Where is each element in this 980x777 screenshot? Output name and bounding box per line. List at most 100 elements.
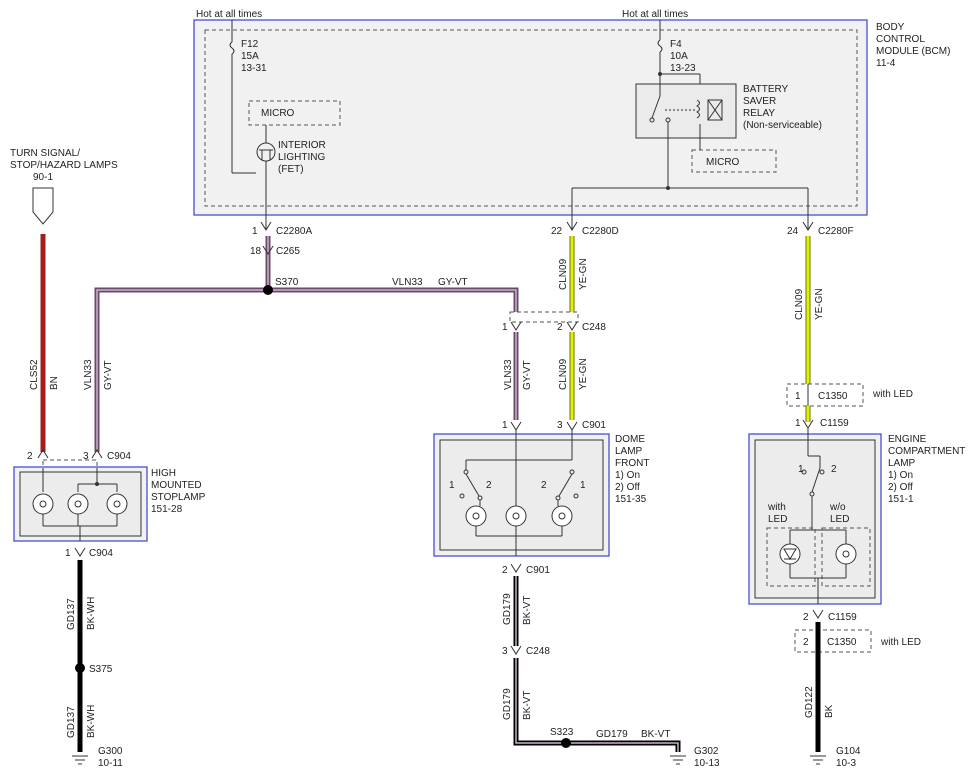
wire-cln09-a-circuit: CLN09 <box>558 258 569 290</box>
connector-c265-icon <box>262 245 274 255</box>
engine-led-icon <box>779 543 801 565</box>
turn-label-1: TURN SIGNAL/ <box>10 148 80 159</box>
c904t-label: C904 <box>107 451 131 462</box>
dome-label-1: DOME <box>615 434 645 445</box>
engine-ref: 151-1 <box>888 494 914 505</box>
wire-cln09-c-color: YE-GN <box>814 288 825 320</box>
c1159a-label: C1159 <box>820 418 849 429</box>
splice-s375-dot <box>75 663 85 673</box>
ground-g104-icon <box>810 755 826 765</box>
interior-label-3: (FET) <box>278 164 304 175</box>
micro-box-right <box>691 149 777 173</box>
engine-lamp-switch-icon <box>811 467 821 493</box>
wire-cln09-a-color: YE-GN <box>578 258 589 290</box>
c901b-label: C901 <box>526 565 550 576</box>
wire-cln09-c-circuit: CLN09 <box>794 288 805 320</box>
splice-s370-dot <box>263 285 273 295</box>
hmsl-label-2: MOUNTED <box>151 480 202 491</box>
ground-g302-ref: 10-13 <box>694 758 720 769</box>
bcm-module-box <box>193 19 868 216</box>
hmsl-ref: 151-28 <box>151 504 183 515</box>
micro-label-right: MICRO <box>706 157 740 168</box>
c2280a-label: C2280A <box>276 226 312 237</box>
c901-label: C901 <box>582 420 606 431</box>
c904b-label: C904 <box>89 548 113 559</box>
wire-vln33-mid-circuit: VLN33 <box>503 359 514 390</box>
fuse-f4-amp: 10A <box>670 51 688 62</box>
c1350b-pin: 2 <box>803 637 809 648</box>
hmsl-bulb-1-icon <box>32 493 54 515</box>
wire-gd137-b-color: BK-WH <box>86 705 97 738</box>
dome-pos-1a: 1 <box>449 480 455 491</box>
c2280f-label: C2280F <box>818 226 854 237</box>
fuse-f4-ref: 13-23 <box>670 63 696 74</box>
engine-label-2: COMPARTMENT <box>888 446 965 457</box>
fuse-f12-name: F12 <box>241 39 259 50</box>
hmsl-label-1: HIGH <box>151 468 176 479</box>
wire-cls52-circuit: CLS52 <box>29 359 40 390</box>
bsr-label-1: BATTERY <box>743 84 789 95</box>
dome-off: 2) Off <box>615 482 640 493</box>
bsr-label-3: RELAY <box>743 108 775 119</box>
bcm-label-2: CONTROL <box>876 34 925 45</box>
c248b-label: C248 <box>526 646 550 657</box>
engine-off: 2) Off <box>888 482 913 493</box>
connector-c248-pin1-icon <box>510 321 522 331</box>
ground-g300: G300 <box>98 746 123 757</box>
relay-coil-icon <box>696 99 700 119</box>
connector-c248-top-dash <box>509 311 579 323</box>
dome-on: 1) On <box>615 470 640 481</box>
hmsl-bulb-3-icon <box>106 493 128 515</box>
c1350a-pin: 1 <box>795 391 801 402</box>
connector-c1350-top-box <box>786 383 864 407</box>
hot-label-right: Hot at all times <box>622 9 688 20</box>
connector-c1159-bottom-icon <box>812 609 824 619</box>
splice-s323-dot <box>561 738 571 748</box>
engine-on: 1) On <box>888 470 913 481</box>
wire-cln09-b-circuit: CLN09 <box>558 358 569 390</box>
c248a-pin1: 1 <box>502 322 508 333</box>
micro-label-left: MICRO <box>261 108 295 119</box>
connector-c901-pin3-icon <box>566 421 578 431</box>
engine-bulb-icon <box>835 543 857 565</box>
engine-pos-1: 1 <box>798 464 804 475</box>
c2280a-pin: 1 <box>252 226 258 237</box>
wire-cln09-b-color: YE-GN <box>578 358 589 390</box>
c1350a-note: with LED <box>872 389 913 400</box>
ground-g300-ref: 10-11 <box>98 758 123 769</box>
connector-c248-bottom-icon <box>510 645 522 655</box>
wire-gd137-a-color: BK-WH <box>86 597 97 630</box>
c904t-pin3: 3 <box>83 451 89 462</box>
c901-pin3: 3 <box>557 420 563 431</box>
dome-label-2: LAMP <box>615 446 643 457</box>
connector-c1350-bottom-box <box>794 629 872 653</box>
bcm-label-3: MODULE (BCM) <box>876 46 950 57</box>
bcm-label-ref: 11-4 <box>876 58 896 69</box>
c265-label: C265 <box>276 246 300 257</box>
wire-gd179-c-color: BK-VT <box>641 729 670 740</box>
fuse-f12-amp: 15A <box>241 51 259 62</box>
ground-g300-icon <box>72 755 88 765</box>
c248b-pin: 3 <box>502 646 508 657</box>
engine-with-label-2: LED <box>768 514 787 525</box>
fuse-f12-ref: 13-31 <box>241 63 267 74</box>
wire-cls52-color: BN <box>49 376 60 390</box>
wire-vln33-left-circuit: VLN33 <box>83 359 94 390</box>
connector-c2280f-icon <box>802 221 814 231</box>
connector-c248-pin2-icon <box>566 321 578 331</box>
c1350b-note: with LED <box>880 637 921 648</box>
wire-gd137-b-circuit: GD137 <box>66 706 77 738</box>
dome-pos-1b: 1 <box>580 480 586 491</box>
connector-c904-bottom-icon <box>74 547 86 557</box>
engine-bulb-variant-box <box>821 527 871 587</box>
engine-with-label-1: with <box>767 502 786 513</box>
engine-wo-label-2: LED <box>830 514 849 525</box>
wire-gd179-a-color: BK-VT <box>522 596 533 625</box>
splice-s323: S323 <box>550 727 574 738</box>
bcm-inner-dash <box>204 29 858 207</box>
connector-c2280a-icon <box>260 221 272 231</box>
bsr-label-4: (Non-serviceable) <box>743 120 822 131</box>
connector-c2280d-icon <box>566 221 578 231</box>
wire-vln33-left-color: GY-VT <box>103 360 114 390</box>
